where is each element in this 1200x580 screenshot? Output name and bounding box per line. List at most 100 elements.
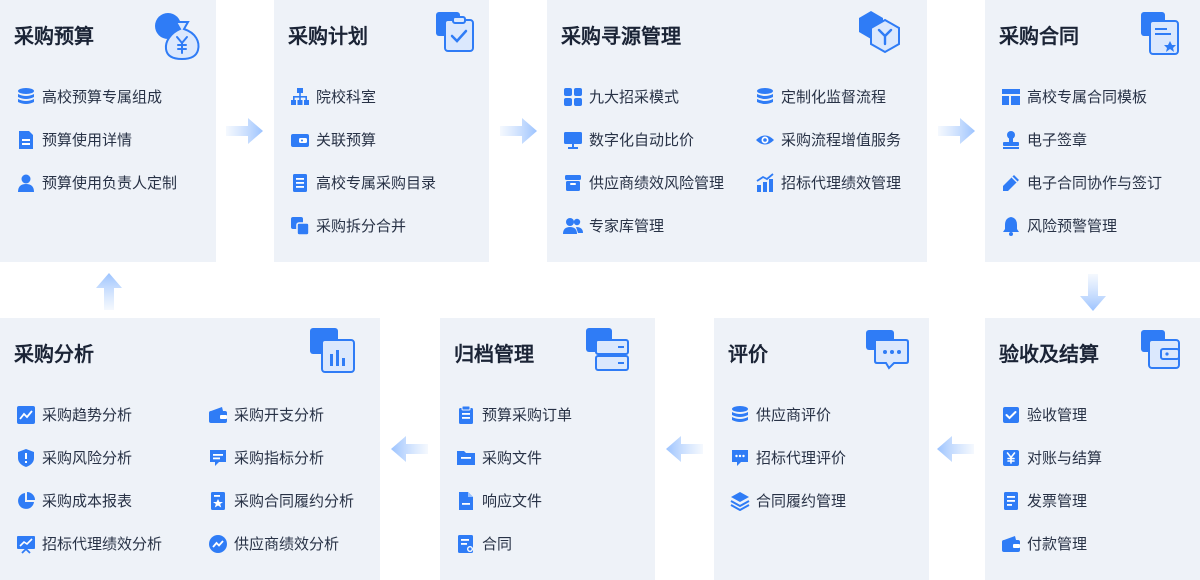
list-item[interactable]: 电子合同协作与签订 bbox=[1001, 172, 1162, 193]
down-arrow-icon bbox=[1080, 274, 1106, 311]
item-label: 供应商绩效分析 bbox=[234, 535, 340, 553]
list-item[interactable]: 验收管理 bbox=[1001, 404, 1087, 425]
checkbox-icon bbox=[1003, 406, 1019, 423]
message-icon bbox=[732, 449, 748, 466]
card-title: 验收及结算 bbox=[999, 342, 1099, 366]
database-icon bbox=[732, 405, 748, 422]
file-icon bbox=[459, 491, 473, 510]
list-item[interactable]: 响应文件 bbox=[456, 490, 542, 511]
item-label: 发票管理 bbox=[1027, 492, 1088, 510]
list-item[interactable]: 供应商评价 bbox=[730, 404, 831, 425]
item-label: 采购指标分析 bbox=[234, 449, 325, 467]
card-title: 采购分析 bbox=[14, 342, 94, 366]
left-arrow-icon bbox=[666, 436, 703, 462]
shield-icon bbox=[18, 448, 34, 467]
list-item[interactable]: 采购流程增值服务 bbox=[755, 129, 901, 150]
pie-icon bbox=[18, 491, 35, 509]
card-contract: 采购合同 高校专属合同模板 电子签章 电子合同协作与签订 风险预警管理 bbox=[985, 0, 1200, 262]
list-item[interactable]: 高校专属采购目录 bbox=[290, 172, 436, 193]
list-item[interactable]: 采购拆分合并 bbox=[290, 215, 406, 236]
circle-trend-icon bbox=[209, 534, 227, 553]
list-item[interactable]: 供应商绩效分析 bbox=[208, 533, 339, 554]
right-arrow-icon bbox=[226, 118, 263, 144]
list-item[interactable]: 关联预算 bbox=[290, 129, 376, 150]
item-label: 关联预算 bbox=[316, 131, 377, 149]
list-item[interactable]: 供应商绩效风险管理 bbox=[563, 172, 724, 193]
bar-chart-icon bbox=[310, 328, 355, 373]
card-title: 评价 bbox=[728, 342, 768, 366]
item-label: 高校专属采购目录 bbox=[316, 174, 437, 192]
list-item[interactable]: 合同履约管理 bbox=[730, 490, 846, 511]
card-title: 采购寻源管理 bbox=[561, 24, 681, 48]
list-item[interactable]: 采购风险分析 bbox=[16, 447, 132, 468]
list-item[interactable]: 招标代理评价 bbox=[730, 447, 846, 468]
list-item[interactable]: 付款管理 bbox=[1001, 533, 1087, 554]
list-item[interactable]: 招标代理绩效管理 bbox=[755, 172, 901, 193]
money-bag-icon bbox=[155, 13, 200, 60]
left-arrow-icon bbox=[937, 436, 974, 462]
item-label: 采购趋势分析 bbox=[42, 406, 133, 424]
list-item[interactable]: 电子签章 bbox=[1001, 129, 1087, 150]
card-budget: 采购预算 高校预算专属组成 预算使用详情 预算使用负责人定制 bbox=[0, 0, 216, 262]
list-item[interactable]: 采购文件 bbox=[456, 447, 542, 468]
item-label: 定制化监督流程 bbox=[781, 88, 887, 106]
list-item[interactable]: 高校专属合同模板 bbox=[1001, 86, 1147, 107]
pen-icon bbox=[1003, 174, 1019, 191]
person-icon bbox=[18, 174, 34, 192]
item-label: 采购合同履约分析 bbox=[234, 492, 355, 510]
template-icon bbox=[1002, 88, 1020, 105]
card-title: 采购预算 bbox=[14, 24, 94, 48]
list-item[interactable]: 对账与结算 bbox=[1001, 447, 1102, 468]
item-label: 风险预警管理 bbox=[1027, 217, 1118, 235]
copy-icon bbox=[291, 216, 310, 236]
list-item[interactable]: 风险预警管理 bbox=[1001, 215, 1117, 236]
list-item[interactable]: 采购合同履约分析 bbox=[208, 490, 354, 511]
trend-icon bbox=[17, 405, 35, 424]
right-arrow-icon bbox=[938, 118, 975, 144]
bell-icon bbox=[1003, 216, 1019, 236]
list-item[interactable]: 院校科室 bbox=[290, 86, 376, 107]
document-icon bbox=[19, 130, 33, 149]
card-title: 归档管理 bbox=[454, 342, 534, 366]
item-label: 供应商绩效风险管理 bbox=[589, 174, 725, 192]
item-label: 九大招采模式 bbox=[589, 88, 680, 106]
item-label: 付款管理 bbox=[1027, 535, 1088, 553]
list-item[interactable]: 合同 bbox=[456, 533, 512, 554]
bar-trend-icon bbox=[756, 172, 774, 192]
right-arrow-icon bbox=[500, 118, 537, 144]
list-item[interactable]: 九大招采模式 bbox=[563, 86, 679, 107]
list-item[interactable]: 招标代理绩效分析 bbox=[16, 533, 162, 554]
list-item[interactable]: 预算采购订单 bbox=[456, 404, 572, 425]
item-label: 采购开支分析 bbox=[234, 406, 325, 424]
list-item[interactable]: 预算使用详情 bbox=[16, 129, 132, 150]
item-label: 高校预算专属组成 bbox=[42, 88, 163, 106]
item-label: 招标代理评价 bbox=[756, 449, 847, 467]
server-icon bbox=[586, 328, 629, 371]
contract-star-icon bbox=[1141, 12, 1179, 55]
wallet-icon bbox=[291, 133, 309, 147]
up-arrow-icon bbox=[96, 273, 122, 310]
list-item[interactable]: 采购开支分析 bbox=[208, 404, 324, 425]
list-item[interactable]: 高校预算专属组成 bbox=[16, 86, 162, 107]
item-label: 电子合同协作与签订 bbox=[1027, 174, 1163, 192]
list-item[interactable]: 发票管理 bbox=[1001, 490, 1087, 511]
database-icon bbox=[757, 87, 773, 104]
contract-doc-icon bbox=[458, 534, 473, 553]
database-icon bbox=[18, 87, 34, 104]
item-label: 响应文件 bbox=[482, 492, 543, 510]
list-item[interactable]: 数字化自动比价 bbox=[563, 129, 694, 150]
list-item[interactable]: 预算使用负责人定制 bbox=[16, 172, 177, 193]
item-label: 合同 bbox=[482, 535, 513, 553]
list-item[interactable]: 采购指标分析 bbox=[208, 447, 324, 468]
item-label: 供应商评价 bbox=[756, 406, 832, 424]
wallet-card-icon bbox=[1141, 330, 1180, 369]
list-item[interactable]: 定制化监督流程 bbox=[755, 86, 886, 107]
layers-icon bbox=[730, 491, 750, 511]
list-item[interactable]: 专家库管理 bbox=[563, 215, 664, 236]
card-acceptance: 验收及结算 验收管理 对账与结算 发票管理 付款管理 bbox=[985, 318, 1200, 580]
item-label: 招标代理绩效管理 bbox=[781, 174, 902, 192]
clipboard-check-icon bbox=[436, 12, 474, 52]
list-item[interactable]: 采购趋势分析 bbox=[16, 404, 132, 425]
card-plan: 采购计划 院校科室 关联预算 高校专属采购目录 采购拆分合并 bbox=[274, 0, 489, 262]
list-item[interactable]: 采购成本报表 bbox=[16, 490, 132, 511]
